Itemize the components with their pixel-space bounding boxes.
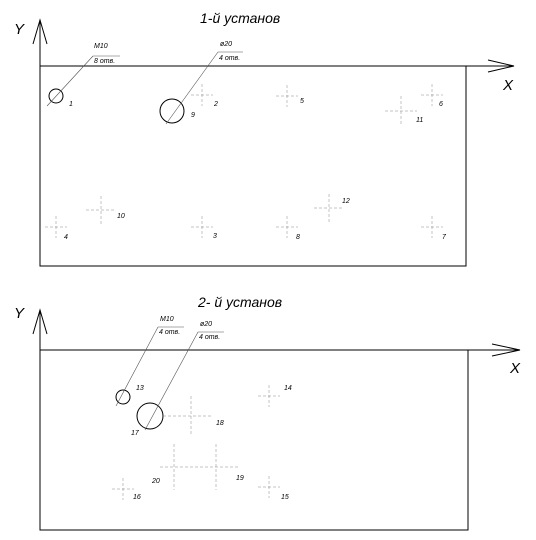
label-hole-11: 11 [416,117,423,124]
note-m10-2-bottom: 4 отв. [159,329,180,336]
note-d20-2-top: ø20 [200,321,212,328]
cross-8 [276,216,298,238]
y-axis-1-arrow [32,18,48,45]
label-hole-4: 4 [64,234,68,241]
leader-m10-2 [115,326,159,407]
label-hole-3: 3 [213,233,217,240]
cross-11 [385,96,417,126]
note-d20-1-bottom: 4 отв. [219,55,240,62]
label-hole-18: 18 [216,420,224,427]
x-axis-1-label: X [502,77,514,94]
label-hole-12: 12 [342,198,350,205]
setup-1: 1-й установ Y X M10 8 отв. 1 ø20 4 отв. … [14,10,515,267]
cross-4 [45,216,67,238]
part-outline-2 [39,349,469,531]
hole-1-circle [48,88,64,104]
label-hole-5: 5 [300,98,304,105]
y-axis-2-label: Y [14,305,25,322]
part-outline-1 [39,65,467,267]
setup-1-title: 1-й установ [200,10,280,26]
leader-d20-2 [144,331,199,431]
setup-2-title: 2- й установ [197,294,282,310]
y-axis-1-label: Y [14,21,25,38]
label-hole-9: 9 [191,112,195,119]
label-hole-17: 17 [131,430,140,437]
leader-m10-1 [46,55,94,107]
cross-2 [191,84,213,106]
label-hole-6: 6 [439,101,443,108]
cross-6 [421,84,443,106]
note-m10-1-bottom: 8 отв. [94,58,115,65]
cross-12 [314,194,344,222]
cross-14 [258,385,280,407]
cross-19 [160,444,240,490]
label-hole-13: 13 [136,385,144,392]
x-axis-2-label: X [509,360,521,377]
label-hole-20: 20 [151,478,160,485]
label-hole-16: 16 [133,494,141,501]
label-hole-10: 10 [117,213,125,220]
cross-15 [258,476,280,498]
cross-3 [191,216,213,238]
setup-2: 2- й установ Y X M10 4 отв. 13 ø20 4 отв… [14,294,521,531]
label-hole-2: 2 [213,101,218,108]
label-hole-8: 8 [296,234,300,241]
label-hole-1: 1 [69,101,73,108]
hole-17-circle [136,402,164,430]
cross-7 [421,216,443,238]
x-axis-2-arrow [491,343,521,357]
y-axis-2-arrow [32,308,48,335]
cross-18 [163,396,213,436]
note-m10-1-top: M10 [94,43,108,50]
hole-9-circle [159,98,185,124]
hole-13-circle [115,389,131,405]
label-hole-7: 7 [442,234,447,241]
note-d20-1-top: ø20 [220,41,232,48]
leader-d20-1 [165,51,219,125]
label-hole-14: 14 [284,385,292,392]
cross-5 [276,85,298,107]
cross-10 [86,196,116,224]
note-m10-2-top: M10 [160,316,174,323]
x-axis-1-arrow [487,59,515,73]
label-hole-19: 19 [236,475,244,482]
note-d20-2-bottom: 4 отв. [199,334,220,341]
label-hole-15: 15 [281,494,289,501]
cross-16 [112,478,134,500]
